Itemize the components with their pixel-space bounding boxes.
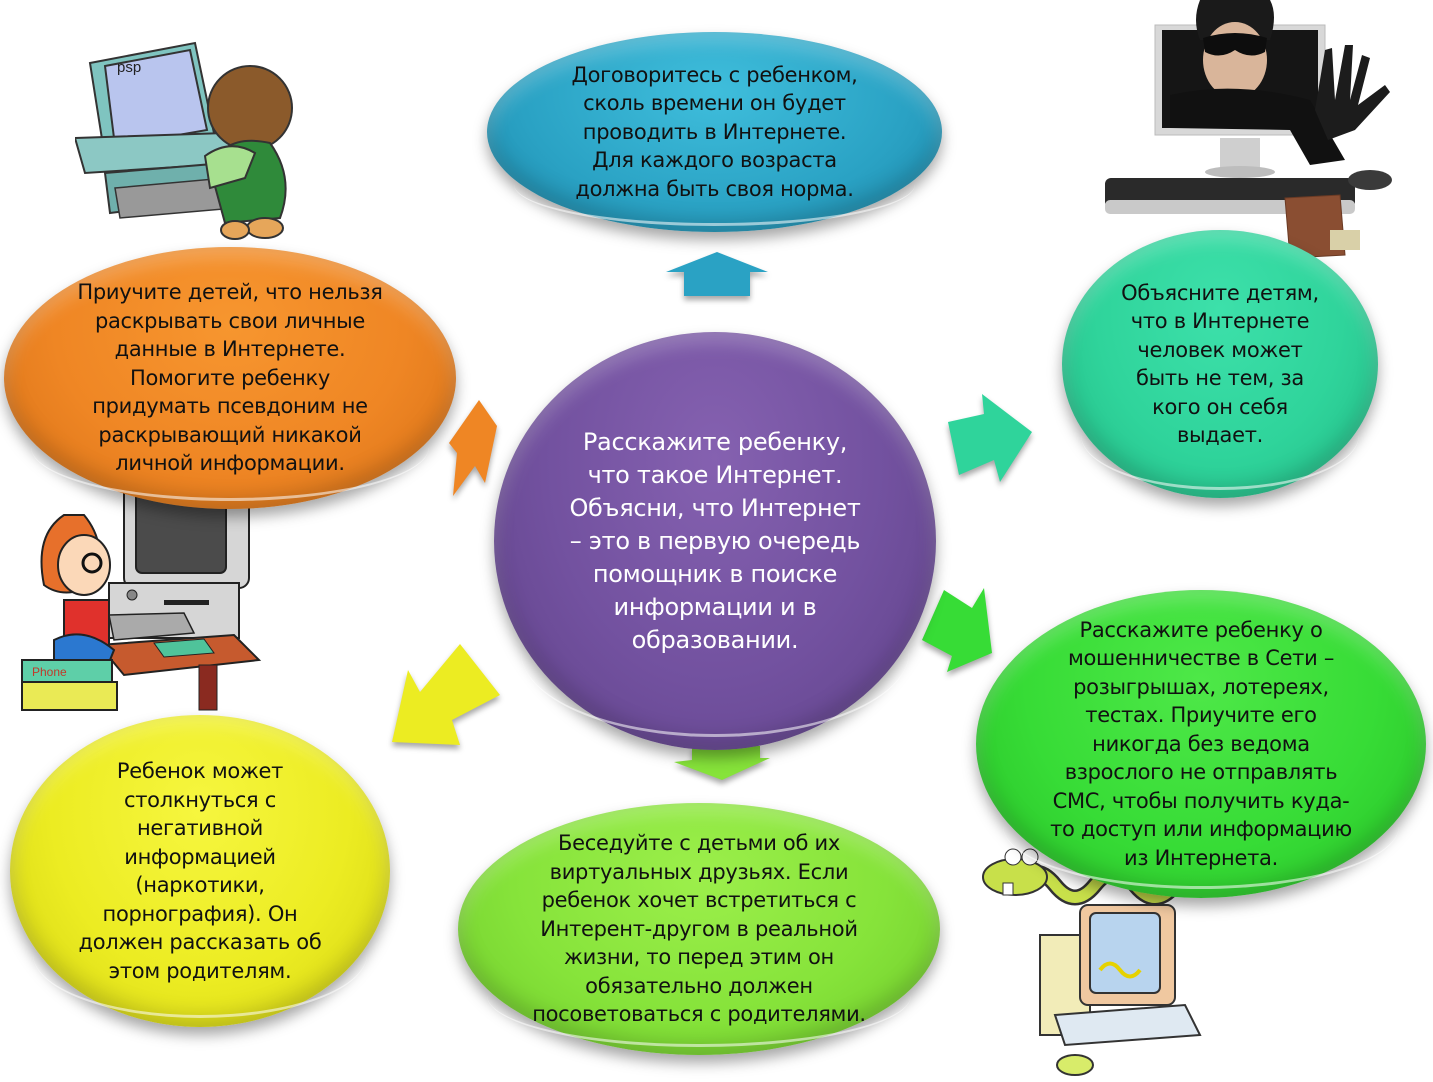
arrow-shape xyxy=(392,644,500,745)
bubble-identity-text: Объясните детям, что в Интернете человек… xyxy=(1121,280,1319,448)
bubble-time-limit: Договоритесь с ребенком, сколь времени о… xyxy=(487,32,942,232)
bubble-fraud: Расскажите ребенку о мошенничестве в Сет… xyxy=(976,590,1426,898)
boy-at-computer-icon: Phone xyxy=(21,477,262,711)
arrow-down-left-icon xyxy=(392,644,500,745)
bubble-center: Расскажите ребенку, что такое Интернет. … xyxy=(494,332,936,750)
arrow-shape xyxy=(948,394,1032,482)
hacker-in-monitor-icon xyxy=(1105,0,1392,259)
arrow-up-left-icon xyxy=(449,400,497,496)
book-label: Phone xyxy=(32,665,67,679)
bubble-virtual-friends: Беседуйте с детьми об их виртуальных дру… xyxy=(458,803,940,1055)
bubble-identity: Объясните детям, что в Интернете человек… xyxy=(1062,230,1378,498)
arrow-up-icon xyxy=(666,252,768,296)
bubble-center-text: Расскажите ребенку, что такое Интернет. … xyxy=(569,427,861,654)
arrow-shape xyxy=(449,400,497,496)
bubble-personal-data: Приучите детей, что нельзя раскрывать св… xyxy=(4,247,456,509)
child-at-computer-icon: psp xyxy=(75,41,293,240)
arrow-shape xyxy=(674,746,770,780)
arrow-down-right-icon xyxy=(922,588,992,672)
bubble-fraud-text: Расскажите ребенку о мошенничестве в Сет… xyxy=(1050,617,1352,870)
bubble-negative-info-text: Ребенок может столкнуться с негативной и… xyxy=(78,759,322,983)
bubble-personal-data-text: Приучите детей, что нельзя раскрывать св… xyxy=(77,280,383,476)
arrow-shape xyxy=(922,588,992,672)
arrow-shape xyxy=(666,252,768,296)
bubble-negative-info: Ребенок может столкнуться с негативной и… xyxy=(10,715,390,1027)
arrow-down-icon xyxy=(674,746,770,780)
bubble-virtual-friends-text: Беседуйте с детьми об их виртуальных дру… xyxy=(532,831,866,1027)
arrow-right-icon xyxy=(948,394,1032,482)
bubble-time-limit-text: Договоритесь с ребенком, сколь времени о… xyxy=(571,62,858,201)
screen-label: psp xyxy=(117,59,141,76)
